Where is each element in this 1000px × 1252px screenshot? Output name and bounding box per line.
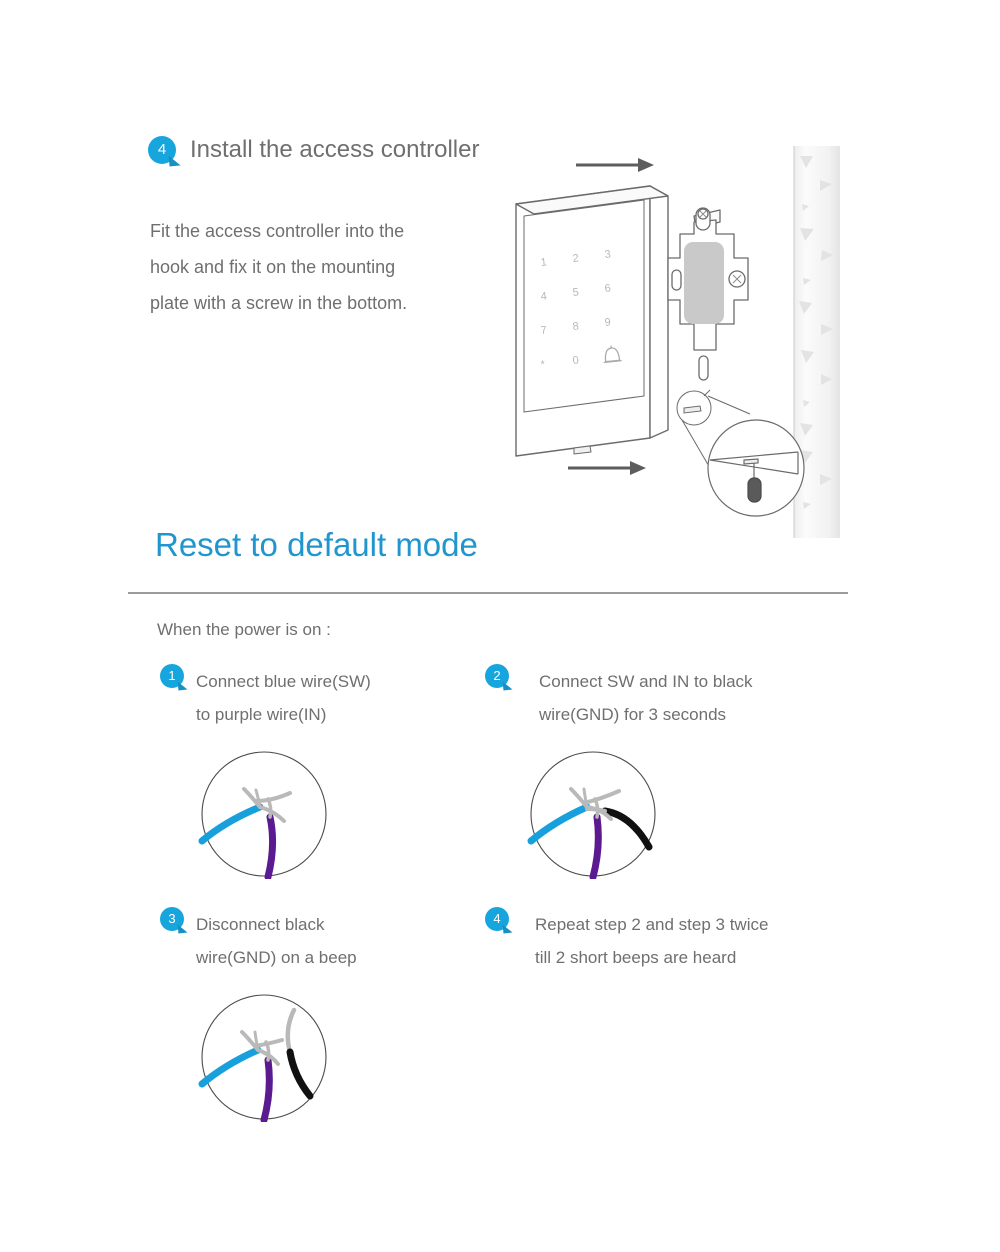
section-divider [128,592,848,594]
reset-step-3-line-2: wire(GND) on a beep [196,948,357,967]
callout-leader-lines [681,395,751,469]
badge-tail-icon [502,680,513,691]
badge-tail-icon [168,154,181,167]
install-body-line-1: Fit the access controller into the [150,221,405,241]
reset-step-4-line-1: Repeat step 2 and step 3 twice [535,915,769,934]
mounting-plate [667,207,749,381]
badge-tail-icon [177,680,188,691]
reset-step-4: 4 Repeat step 2 and step 3 twice till 2 … [485,907,815,974]
reset-step-3-header: 3 Disconnect black wire(GND) on a beep [160,907,490,974]
screw-hole-right [728,270,746,288]
reset-step-1-text: Connect blue wire(SW) to purple wire(IN) [196,664,371,731]
svg-text:3: 3 [604,248,611,261]
reset-step-1-line-1: Connect blue wire(SW) [196,672,371,691]
step-badge-3: 3 [160,907,188,934]
svg-text:6: 6 [604,282,611,295]
svg-text:2: 2 [572,252,579,265]
svg-text:9: 9 [604,316,611,329]
badge-tail-icon [502,923,513,934]
svg-text:8: 8 [572,320,579,333]
step-badge-number: 3 [160,907,184,931]
reset-step-2-line-2: wire(GND) for 3 seconds [539,705,727,724]
slide-arrow-top [576,158,654,172]
screw-detail-magnifier [707,419,805,517]
install-section-header: 4 Install the access controller [148,136,480,167]
install-section-body: Fit the access controller into the hook … [150,213,490,321]
power-on-note: When the power is on : [157,620,331,639]
slide-arrow-bottom [568,461,646,475]
step-badge-1: 1 [160,664,188,691]
reset-step-3: 3 Disconnect black wire(GND) on a beep [160,907,490,1122]
step-badge-number: 1 [160,664,184,688]
callout-source-marker [676,389,712,426]
step-badge-2: 2 [485,664,513,691]
badge-tail-icon [177,923,188,934]
reset-step-4-header: 4 Repeat step 2 and step 3 twice till 2 … [485,907,815,974]
wires-black-disconnected-figure [198,992,490,1122]
bell-icon [603,345,622,364]
step-badge-number: 2 [485,664,509,688]
svg-text:0: 0 [572,354,579,367]
svg-text:5: 5 [572,286,579,299]
step-badge-number: 4 [148,136,176,164]
reset-step-1: 1 Connect blue wire(SW) to purple wire(I… [160,664,490,879]
step-badge-4: 4 [148,136,181,167]
svg-text:7: 7 [540,324,547,337]
reset-step-3-line-1: Disconnect black [196,915,325,934]
install-section-title: Install the access controller [190,136,480,163]
wires-blue-purple-joined-figure [198,749,490,879]
reset-step-2-text: Connect SW and IN to black wire(GND) for… [539,664,753,731]
access-controller-mounting-illustration: 1 2 3 4 5 6 7 8 9 * 0 [498,138,868,538]
install-body-line-3: plate with a screw in the bottom. [150,293,408,313]
reset-step-2: 2 Connect SW and IN to black wire(GND) f… [485,664,815,879]
reset-step-4-text: Repeat step 2 and step 3 twice till 2 sh… [535,907,768,974]
step-badge-number: 4 [485,907,509,931]
reset-section-heading: Reset to default mode [155,526,478,563]
reset-step-1-line-2: to purple wire(IN) [196,705,327,724]
screw-hole-top [695,207,711,231]
svg-text:1: 1 [540,256,547,269]
svg-text:*: * [540,359,546,371]
svg-text:4: 4 [540,290,547,303]
keypad-grid: 1 2 3 4 5 6 7 8 9 * 0 [540,248,622,371]
install-body-line-2: hook and fix it on the mounting [150,257,396,277]
step-badge-4-reset: 4 [485,907,513,934]
reset-step-2-header: 2 Connect SW and IN to black wire(GND) f… [485,664,815,731]
reset-step-1-header: 1 Connect blue wire(SW) to purple wire(I… [160,664,490,731]
reset-step-3-text: Disconnect black wire(GND) on a beep [196,907,357,974]
reset-step-2-line-1: Connect SW and IN to black [539,672,753,691]
wires-blue-purple-black-joined-figure [527,749,815,879]
access-controller-device [515,185,669,457]
reset-step-4-line-2: till 2 short beeps are heard [535,948,737,967]
